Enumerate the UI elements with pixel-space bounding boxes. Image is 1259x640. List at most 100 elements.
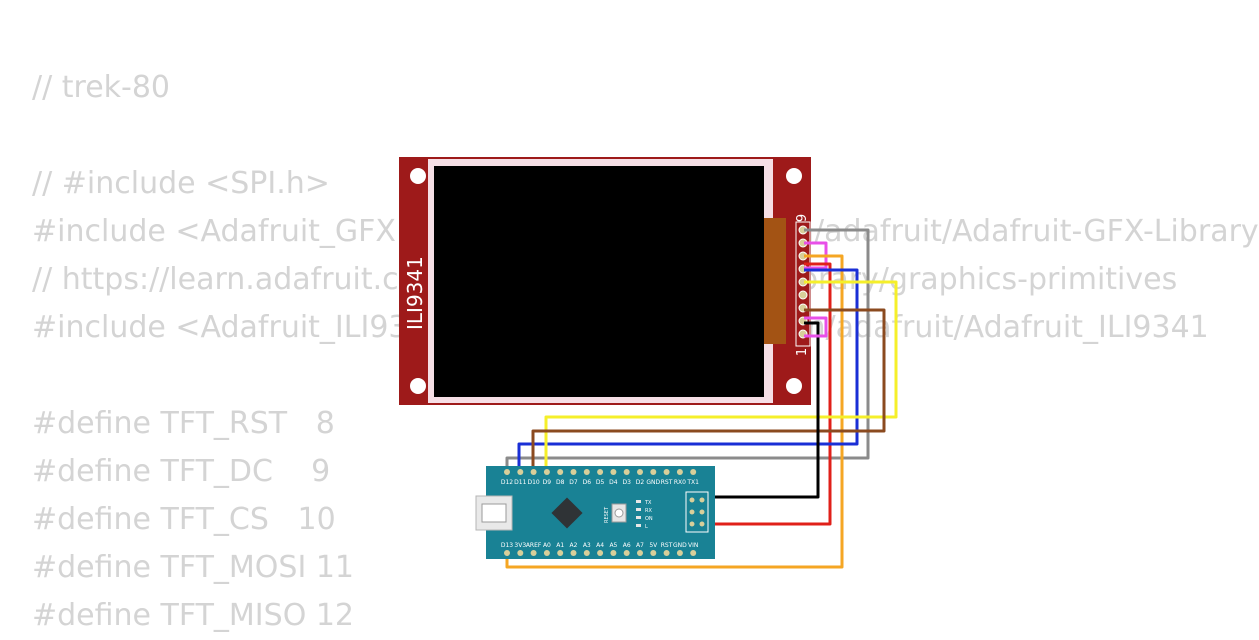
nano-pin-tx1[interactable] [690,469,697,475]
icsp-pin[interactable] [699,497,705,503]
led-label-tx: TX [644,500,652,506]
pin-header-outline [795,221,811,347]
nano-pin-a6[interactable] [623,550,630,556]
pin-number-last: 9 [795,214,810,222]
nano-pin-label: A7 [636,542,644,549]
icsp-pin[interactable] [689,521,695,527]
nano-pin-label: D8 [556,479,565,486]
nano-pin-d9[interactable] [543,469,550,475]
nano-pin-label: D4 [609,479,618,486]
nano-pin-d3[interactable] [623,469,630,475]
wire-orange[interactable] [505,254,844,569]
nano-pin-a3[interactable] [583,550,590,556]
wires [505,228,898,569]
display-screen [434,166,764,397]
nano-pin-d8[interactable] [557,469,564,475]
icsp-pin[interactable] [689,509,695,515]
nano-pin-label: D11 [514,479,526,486]
display-flex-cable [764,218,786,344]
nano-pin-label: VIN [688,542,698,549]
mounting-hole [410,168,426,184]
nano-pin-a5[interactable] [610,550,617,556]
nano-pin-d11[interactable] [517,469,524,475]
wire-blue[interactable] [517,268,859,470]
nano-pin-label: A0 [543,542,551,549]
led-label-rx: RX [645,508,652,514]
led-rx [636,508,641,511]
nano-pin-3v3[interactable] [517,550,524,556]
nano-pin-a0[interactable] [543,550,550,556]
nano-pin-d13[interactable] [504,550,510,556]
nano-pin-5v[interactable] [650,550,657,556]
nano-pin-label: D13 [501,542,513,549]
nano-pin-vin[interactable] [690,550,697,556]
wire-magenta[interactable] [804,316,828,338]
nano-pin-label: D2 [636,479,645,486]
nano-pin-a2[interactable] [570,550,577,556]
led-on [636,516,641,519]
nano-pin-rst[interactable] [663,550,670,556]
nano-pin-d10[interactable] [530,469,537,475]
nano-pin-label: A6 [623,542,631,549]
nano-pin-a7[interactable] [637,550,643,556]
usb-port-opening [481,503,507,523]
nano-pin-d6[interactable] [583,469,590,475]
nano-pin-a4[interactable] [597,550,604,556]
nano-pin-label: D10 [527,479,539,486]
code-line: // trek-80 [32,70,171,105]
nano-pin-label: 3V3 [514,542,526,549]
code-line: #define TFT_MOSI 11 [32,550,355,585]
nano-pin-aref[interactable] [530,550,537,556]
nano-pin-d7[interactable] [570,469,577,475]
wire-brown[interactable] [531,308,886,470]
code-line: // #include <SPI.h> [32,166,330,201]
icsp-header [685,491,709,533]
nano-pin-d2[interactable] [637,469,643,475]
nano-pin-label: 5V [649,542,658,549]
nano-pin-a1[interactable] [557,550,564,556]
icsp-pin[interactable] [699,509,705,515]
wiring-diagram: ILI9341 9 1 [399,157,898,569]
nano-pin-label: TX1 [686,479,699,486]
simulator-canvas: // trek-80 // #include <SPI.h> #include … [32,70,1259,633]
mounting-hole [786,168,802,184]
led-l [636,524,641,527]
wire-gray[interactable] [505,228,870,470]
nano-pin-label: A1 [556,542,564,549]
nano-pin-rst[interactable] [663,469,670,475]
nano-pin-label: A4 [596,542,604,549]
icsp-pin[interactable] [699,521,705,527]
nano-pin-label: D3 [622,479,631,486]
nano-pin-d4[interactable] [610,469,617,475]
icsp-pin[interactable] [689,497,695,503]
nano-pin-gnd[interactable] [650,469,657,475]
code-line: #define TFT_MISO 12 [32,598,355,633]
display-pin[interactable] [798,290,808,300]
code-line: #define TFT_RST 8 [32,406,335,441]
reset-button-cap[interactable] [614,508,624,518]
pin-number-first: 1 [795,348,810,356]
nano-pin-label: RST [661,542,673,549]
led-label-on: ON [645,516,653,522]
nano-pin-gnd[interactable] [676,550,683,556]
nano-pin-label: D6 [583,479,592,486]
nano-pin-d12[interactable] [504,469,510,475]
nano-pin-label: AREF [526,542,542,549]
nano-pin-d5[interactable] [597,469,604,475]
wire-black[interactable] [696,321,820,499]
mounting-hole [786,378,802,394]
wire-yellow[interactable] [544,280,898,470]
nano-board [486,466,715,559]
wire-red[interactable] [696,262,832,526]
nano-pin-label: A5 [609,542,617,549]
nano-pin-label: RST [661,479,673,486]
nano-pin-label: D7 [569,479,578,486]
ili9341-display-module[interactable]: ILI9341 9 1 [399,157,811,405]
nano-pin-rx0[interactable] [676,469,683,475]
display-label: ILI9341 [403,256,427,330]
nano-pin-label: D9 [543,479,552,486]
led-label-l: L [645,524,648,530]
